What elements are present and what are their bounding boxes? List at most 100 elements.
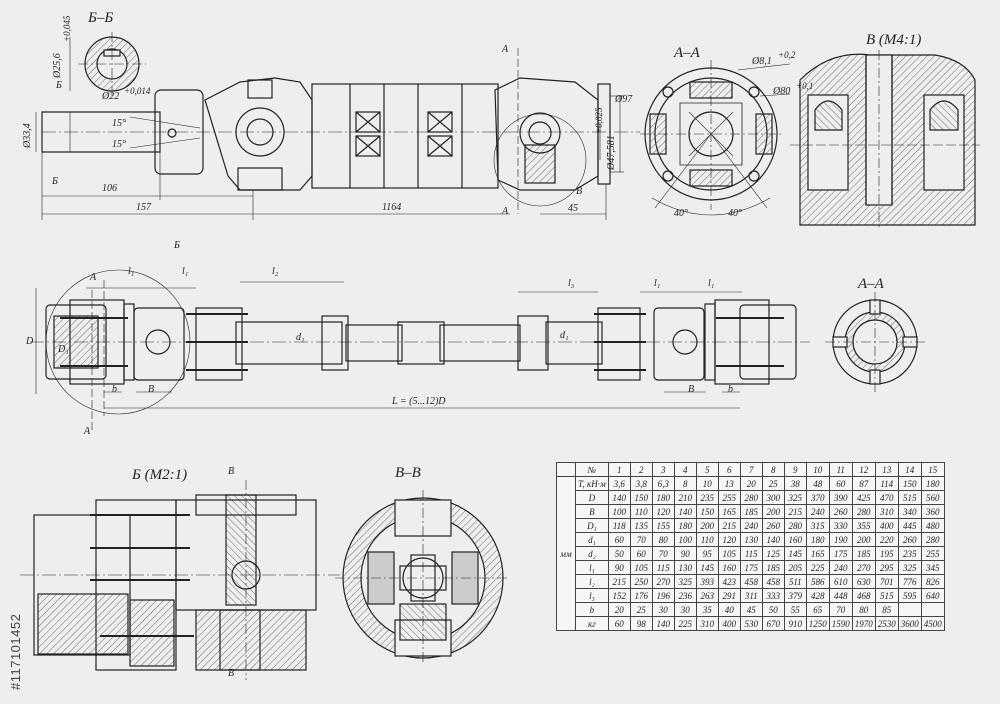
table-cell: 586 (805, 574, 830, 589)
table-cell: 60 (629, 546, 653, 561)
dim-angle-40-left: 40° (674, 208, 688, 219)
dim-angle-1: 15° (112, 118, 126, 129)
dim-l1-right-b: l₁ (708, 278, 715, 289)
table-cell: 110 (695, 532, 719, 547)
table-param-cell: d₁ (575, 532, 609, 547)
table-cell: 255 (920, 546, 945, 561)
dim-157: 157 (136, 202, 151, 213)
table-cell: 110 (629, 504, 653, 519)
table-cell: 190 (828, 532, 853, 547)
detail-b-m21-view (20, 480, 340, 680)
table-cell: 325 (897, 560, 922, 575)
table-cell: 291 (717, 588, 741, 603)
table-cell: 185 (761, 560, 785, 575)
table-cell: 425 (851, 490, 876, 505)
table-cell: 330 (828, 518, 853, 533)
table-cell: 4500 (920, 616, 945, 631)
table-cell: 280 (783, 518, 807, 533)
table-cell: 100 (673, 532, 697, 547)
table-cell: 250 (629, 574, 653, 589)
table-header-cell: 5 (695, 462, 719, 477)
dim-l2: l₂ (272, 266, 279, 277)
dim-b-left: b (112, 384, 117, 395)
table-cell: 140 (673, 504, 697, 519)
table-cell: 50 (607, 546, 631, 561)
table-cell: 423 (717, 574, 741, 589)
table-cell: 470 (874, 490, 899, 505)
table-unit-cell: мм (556, 476, 576, 631)
table-cell: 511 (783, 574, 807, 589)
dim-106: 106 (102, 183, 117, 194)
table-cell: 40 (717, 602, 741, 617)
table-cell: 595 (897, 588, 922, 603)
table-cell: 345 (920, 560, 945, 575)
table-cell: 360 (920, 504, 945, 519)
dim-b-right: b (728, 384, 733, 395)
table-param-cell: l₁ (575, 560, 609, 575)
dim-D1: D₁ (58, 344, 69, 355)
table-cell: 260 (761, 518, 785, 533)
table-cell: 560 (920, 490, 945, 505)
table-cell: 195 (874, 546, 899, 561)
table-cell: 333 (761, 588, 785, 603)
table-header-cell: 4 (673, 462, 697, 477)
table-cell: 300 (761, 490, 785, 505)
table-cell: 25 (761, 476, 785, 491)
table-header-cell: 6 (717, 462, 741, 477)
table-cell: 87 (851, 476, 876, 491)
dim-d25: Ø25,6 (52, 53, 63, 78)
table-cell: 10 (695, 476, 719, 491)
table-cell: 270 (651, 574, 675, 589)
main-shaft-view (35, 48, 640, 220)
table-cell: 145 (783, 546, 807, 561)
table-cell: 390 (828, 490, 853, 505)
table-param-cell: D (575, 490, 609, 505)
dim-B-right: B (688, 384, 695, 395)
cut-label-v-top: В (228, 466, 235, 477)
table-cell: 118 (607, 518, 631, 533)
dim-L: L = (5...12)D (392, 396, 446, 407)
table-cell: 205 (783, 560, 807, 575)
table-cell: 610 (828, 574, 853, 589)
table-cell: 48 (805, 476, 830, 491)
table-cell: 160 (783, 532, 807, 547)
table-cell: 185 (739, 504, 763, 519)
detail-b-m21-title: Б (M2:1) (132, 467, 188, 483)
table-cell: 325 (673, 574, 697, 589)
table-header-cell: 3 (651, 462, 675, 477)
table-cell: 240 (805, 504, 830, 519)
table-cell: 260 (828, 504, 853, 519)
table-cell: 90 (607, 560, 631, 575)
table-cell: 45 (739, 602, 763, 617)
dim-1164: 1164 (382, 202, 402, 213)
table-cell: 826 (920, 574, 945, 589)
table-cell: 468 (851, 588, 876, 603)
dim-l1-left-b: l₁ (182, 266, 189, 277)
table-cell: 30 (673, 602, 697, 617)
table-cell: 445 (897, 518, 922, 533)
table-cell: 340 (897, 504, 922, 519)
table-param-cell: D₁ (575, 518, 609, 533)
table-cell: 640 (920, 588, 945, 603)
table-cell: 140 (761, 532, 785, 547)
table-header-cell: 9 (783, 462, 807, 477)
table-cell: 280 (739, 490, 763, 505)
table-cell: 315 (805, 518, 830, 533)
table-cell: 236 (673, 588, 697, 603)
table-cell: 325 (783, 490, 807, 505)
dim-d80-tol: +0,1 (796, 81, 814, 91)
table-cell: 220 (874, 532, 899, 547)
table-cell: 150 (629, 490, 653, 505)
table-header-cell: 10 (805, 462, 830, 477)
table-cell: 910 (783, 616, 807, 631)
table-cell: 55 (783, 602, 807, 617)
table-cell: 200 (851, 532, 876, 547)
table-cell: 235 (897, 546, 922, 561)
table-cell: 225 (673, 616, 697, 631)
table-cell: 25 (629, 602, 653, 617)
table-cell: 145 (695, 560, 719, 575)
